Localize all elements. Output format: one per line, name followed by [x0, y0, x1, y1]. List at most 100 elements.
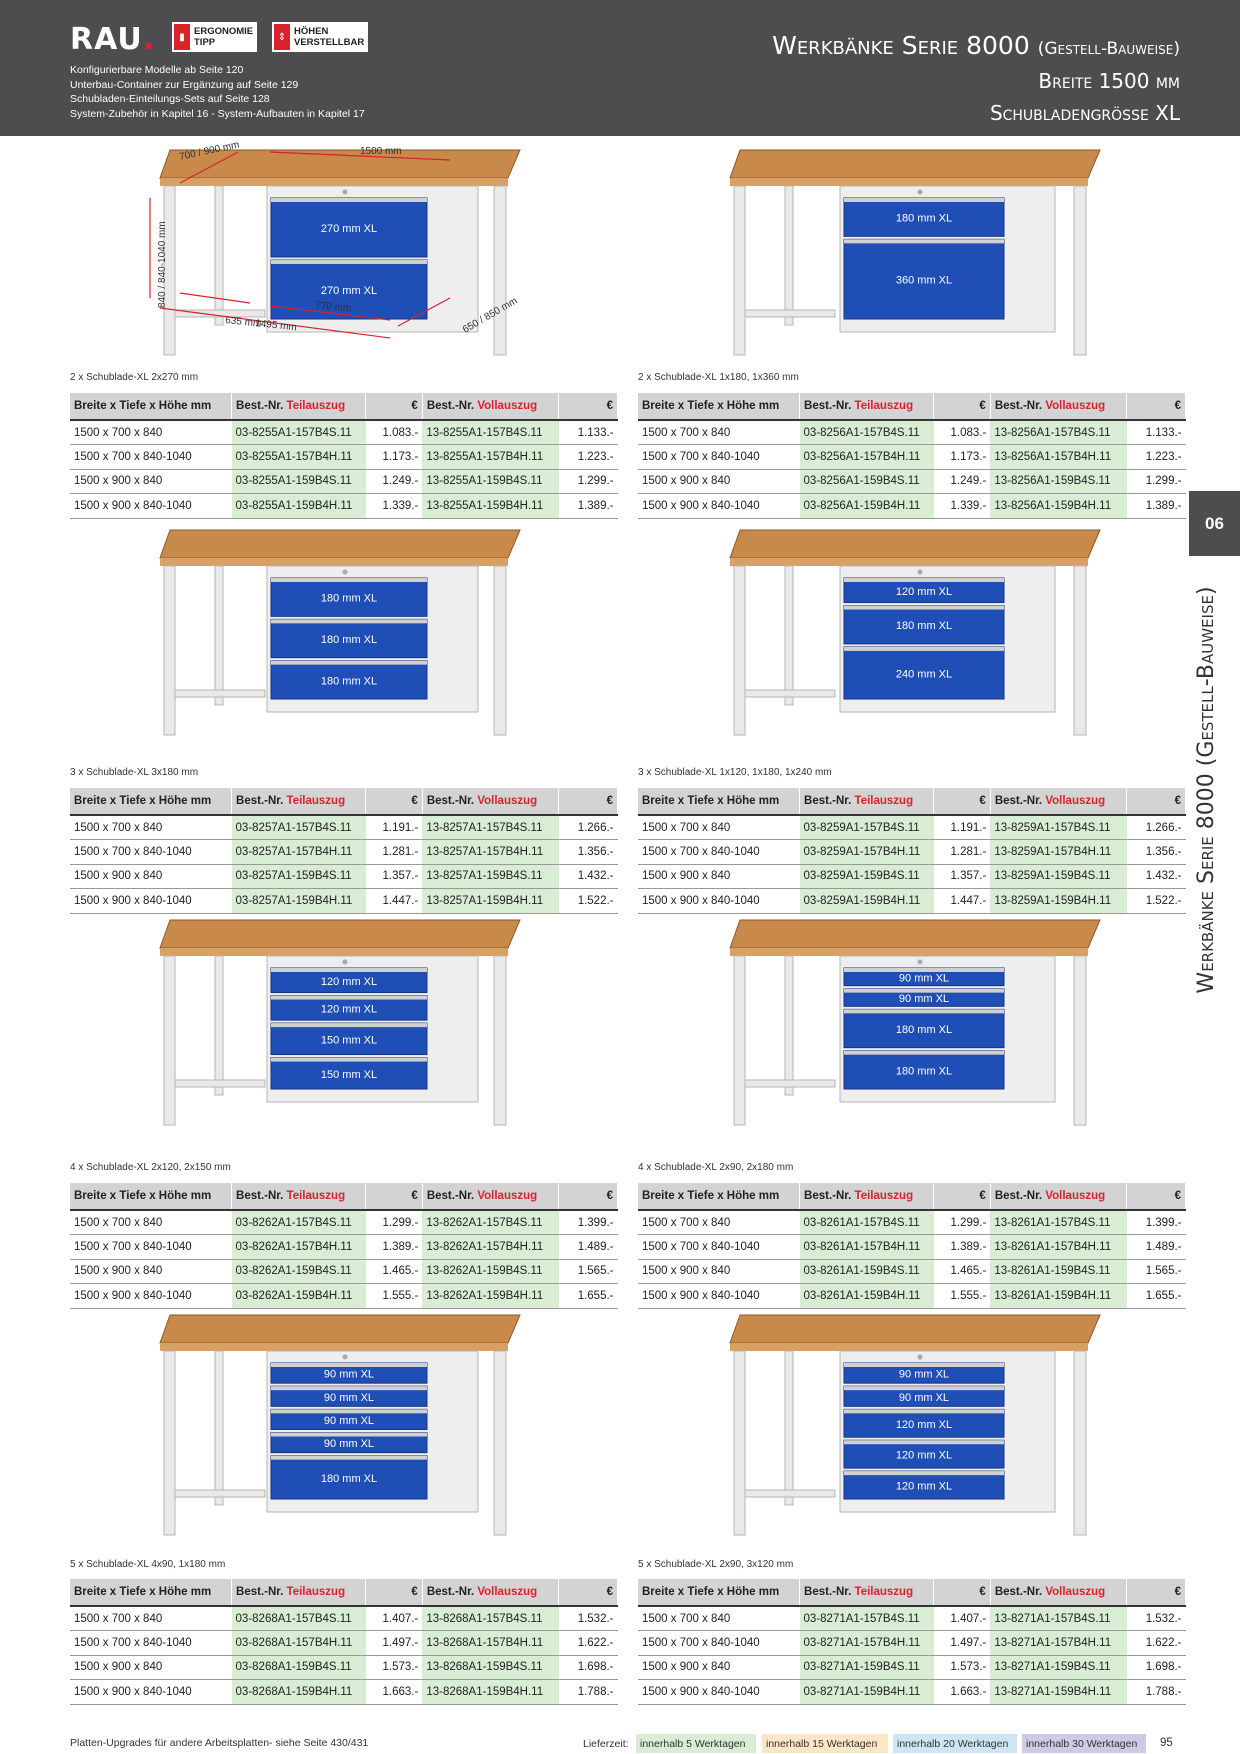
cell-order-partial: 03-8271A1-159B4S.11 [799, 1655, 934, 1680]
leg-front-left [733, 565, 746, 736]
lock-icon [342, 959, 348, 965]
leg-front-right [1073, 955, 1087, 1126]
col-order-partial: Best.-Nr. Teilauszug [231, 1579, 367, 1607]
cell-dimensions: 1500 x 700 x 840 [70, 420, 232, 445]
cell-price-partial: 1.447.- [933, 888, 991, 914]
drawer-front [843, 605, 1005, 645]
stretcher [174, 309, 266, 318]
cell-price-full: 1.299.- [558, 469, 618, 494]
col-price-full: € [558, 1183, 618, 1211]
cell-price-partial: 1.299.- [933, 1210, 991, 1235]
cell-price-partial: 1.299.- [365, 1210, 423, 1235]
cell-price-full: 1.522.- [1126, 888, 1186, 914]
col-dimensions: Breite x Tiefe x Höhe mm [70, 1579, 233, 1607]
cell-order-full: 13-8256A1-157B4H.11 [990, 444, 1127, 470]
cell-price-full: 1.622.- [558, 1630, 618, 1656]
cell-dimensions: 1500 x 900 x 840-1040 [638, 888, 800, 914]
cell-dimensions: 1500 x 700 x 840-1040 [70, 839, 232, 865]
cell-order-full: 13-8255A1-159B4H.11 [422, 493, 559, 519]
drawer-front [270, 1385, 428, 1407]
cell-price-full: 1.133.- [1126, 420, 1186, 445]
lock-icon [342, 569, 348, 575]
col-order-partial: Best.-Nr. Teilauszug [799, 1579, 935, 1607]
leg-front-right [493, 1350, 507, 1536]
cell-order-partial: 03-8255A1-157B4H.11 [231, 444, 366, 470]
drawer-label: 90 mm XL [324, 1392, 374, 1404]
drawer-handle [271, 260, 427, 264]
cell-dimensions: 1500 x 900 x 840 [638, 1259, 800, 1284]
worktop [729, 149, 1101, 179]
leg-back-left [214, 565, 224, 706]
drawer-handle [271, 619, 427, 624]
drawer-front [843, 1050, 1005, 1090]
drawer-label: 150 mm XL [321, 1034, 377, 1046]
cell-dimensions: 1500 x 900 x 840-1040 [70, 888, 232, 914]
col-order-partial: Best.-Nr. Teilauszug [231, 788, 367, 816]
legend-15-days: innerhalb 15 Werktagen [762, 1734, 888, 1753]
drawer-label: 180 mm XL [896, 1065, 952, 1077]
footer-note: Platten-Upgrades für andere Arbeitsplatt… [70, 1737, 369, 1749]
cell-order-partial: 03-8262A1-157B4S.11 [231, 1210, 366, 1235]
cell-order-full: 13-8256A1-159B4S.11 [990, 469, 1127, 494]
product-caption: 4 x Schublade-XL 2x120, 2x150 mm [70, 1162, 231, 1173]
leg-front-left [733, 185, 746, 356]
lock-icon [342, 189, 348, 195]
col-order-partial: Best.-Nr. Teilauszug [799, 788, 935, 816]
lock-icon [917, 959, 923, 965]
drawer-label: 90 mm XL [324, 1415, 374, 1427]
cell-price-full: 1.356.- [1126, 839, 1186, 865]
leg-back-left [784, 565, 794, 706]
drawer-front [270, 197, 428, 258]
drawer-handle [271, 1363, 427, 1367]
cell-price-partial: 1.573.- [933, 1655, 991, 1680]
cell-dimensions: 1500 x 900 x 840-1040 [70, 1679, 232, 1705]
cell-dimensions: 1500 x 700 x 840-1040 [638, 1630, 800, 1656]
cell-dimensions: 1500 x 900 x 840-1040 [638, 493, 800, 519]
drawer-front [843, 1470, 1005, 1500]
cell-order-full: 13-8262A1-159B4S.11 [422, 1259, 559, 1284]
drawer-handle [844, 968, 1004, 972]
cell-dimensions: 1500 x 700 x 840 [638, 420, 800, 445]
cell-order-partial: 03-8262A1-157B4H.11 [231, 1234, 366, 1260]
drawer-handle [844, 198, 1004, 202]
product-caption: 2 x Schublade-XL 1x180, 1x360 mm [638, 372, 799, 383]
drawer-handle [271, 1455, 427, 1460]
cell-dimensions: 1500 x 900 x 840 [70, 1655, 232, 1680]
cell-price-full: 1.655.- [1126, 1283, 1186, 1309]
cell-order-full: 13-8261A1-159B4H.11 [990, 1283, 1127, 1309]
cell-price-partial: 1.357.- [365, 864, 423, 889]
cell-price-full: 1.266.- [1126, 815, 1186, 840]
cell-price-partial: 1.407.- [933, 1606, 991, 1631]
cell-order-partial: 03-8255A1-159B4S.11 [231, 469, 366, 494]
chapter-number: 06 [1189, 491, 1240, 556]
drawer-label: 180 mm XL [321, 634, 377, 646]
cell-price-partial: 1.173.- [365, 444, 423, 470]
cell-price-partial: 1.389.- [933, 1234, 991, 1260]
cell-order-full: 13-8256A1-157B4S.11 [990, 420, 1127, 445]
cell-dimensions: 1500 x 900 x 840 [638, 469, 800, 494]
dimension-overlay: 700 / 900 mm 1500 mm 840 / 840-1040 mm 6… [149, 139, 519, 339]
col-order-full: Best.-Nr. Vollauszug [422, 1183, 560, 1211]
col-order-partial: Best.-Nr. Teilauszug [799, 393, 935, 421]
cell-order-full: 13-8257A1-157B4H.11 [422, 839, 559, 865]
cell-price-full: 1.299.- [1126, 469, 1186, 494]
cell-order-full: 13-8271A1-157B4S.11 [990, 1606, 1127, 1631]
drawer-front [843, 238, 1005, 320]
cell-order-full: 13-8262A1-157B4H.11 [422, 1234, 559, 1260]
cell-dimensions: 1500 x 700 x 840 [638, 1210, 800, 1235]
drawer-handle [271, 578, 427, 582]
